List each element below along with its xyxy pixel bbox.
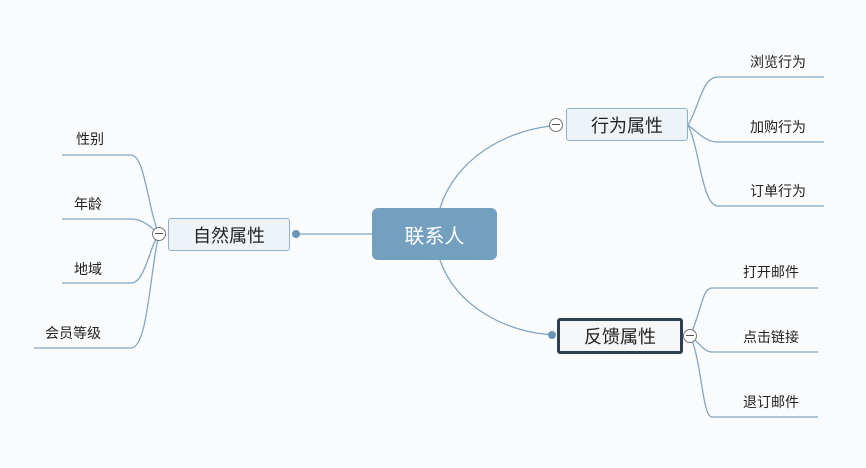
collapse-icon[interactable] [549, 118, 563, 132]
leaf-natural-3[interactable]: 会员等级 [45, 326, 101, 342]
connector-dot [548, 331, 556, 339]
leaf-behavior-2[interactable]: 订单行为 [750, 184, 806, 200]
collapse-icon[interactable] [152, 227, 166, 241]
link-feedback-unsub [689, 335, 818, 418]
leaf-natural-1[interactable]: 年龄 [74, 197, 102, 213]
root-label: 联系人 [404, 223, 465, 248]
collapse-icon[interactable] [683, 329, 697, 343]
branch-node-feedback[interactable]: 反馈属性 [557, 318, 683, 354]
link-natural-gender [62, 154, 160, 235]
leaf-natural-0[interactable]: 性别 [76, 132, 104, 148]
branch-label-feedback: 反馈属性 [584, 327, 656, 348]
link-behavior-cart [687, 124, 824, 143]
leaf-behavior-0[interactable]: 浏览行为 [750, 55, 806, 71]
leaf-feedback-2[interactable]: 退订邮件 [743, 395, 799, 411]
branch-label-behavior: 行为属性 [591, 115, 663, 137]
branch-node-behavior[interactable]: 行为属性 [566, 108, 688, 141]
leaf-feedback-0[interactable]: 打开邮件 [743, 265, 799, 281]
link-root-behavior [439, 124, 563, 209]
link-natural-level [34, 233, 160, 349]
link-feedback-open [689, 287, 818, 337]
link-root-feedback [439, 259, 556, 336]
branch-node-natural[interactable]: 自然属性 [168, 218, 290, 251]
link-behavior-browse [687, 76, 824, 126]
leaf-behavior-1[interactable]: 加购行为 [750, 120, 806, 136]
root-node[interactable]: 联系人 [372, 208, 497, 260]
branch-label-natural: 自然属性 [193, 225, 265, 247]
connector-dot [292, 230, 300, 238]
link-behavior-order [687, 124, 824, 207]
leaf-natural-2[interactable]: 地域 [74, 262, 102, 278]
leaf-feedback-1[interactable]: 点击链接 [743, 330, 799, 346]
link-natural-age [62, 218, 160, 235]
